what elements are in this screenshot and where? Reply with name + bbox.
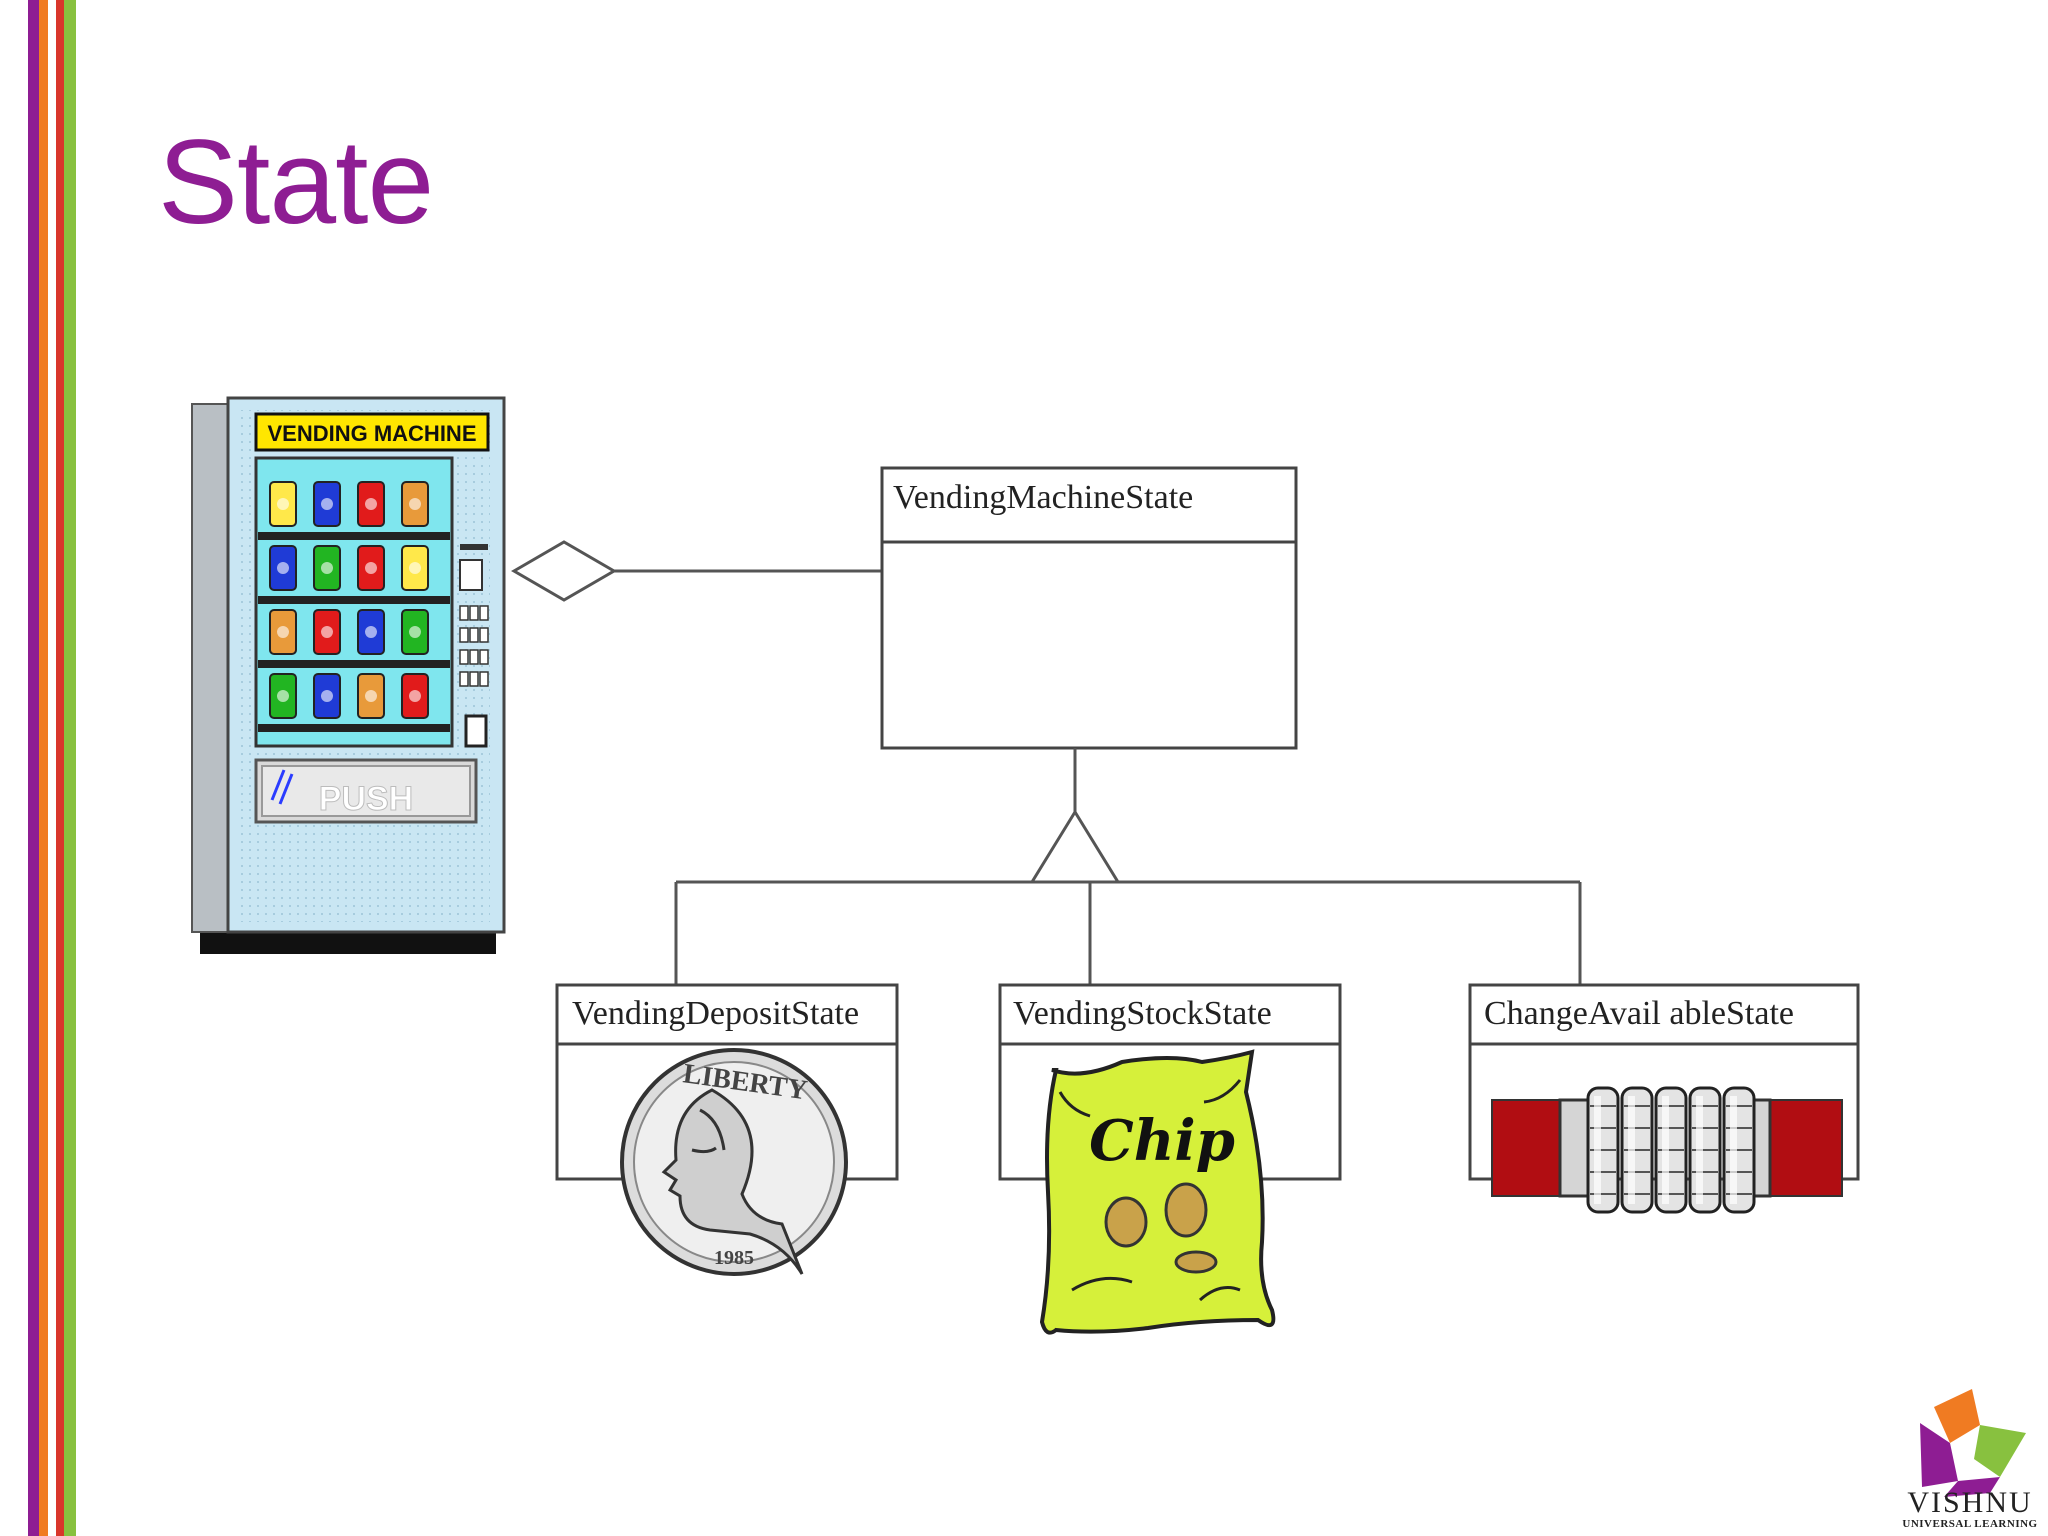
- vm-key: [479, 671, 489, 687]
- vm-key: [479, 605, 489, 621]
- class-name-vending-stock-state: VendingStockState: [1013, 995, 1272, 1032]
- vm-product-label: [409, 498, 421, 510]
- vm-product-label: [321, 690, 333, 702]
- stripe-white: [48, 0, 56, 1536]
- vm-key: [469, 627, 479, 643]
- logo-name: VISHNU: [1907, 1486, 2033, 1519]
- chip-bag-label: Chip: [1089, 1108, 1235, 1174]
- vm-product-label: [365, 562, 377, 574]
- slide-title: State: [158, 115, 434, 249]
- vm-product-label: [277, 562, 289, 574]
- coin-rolls-icon: [1491, 1086, 1843, 1214]
- class-name-vending-deposit-state: VendingDepositState: [572, 995, 859, 1032]
- vm-product-label: [277, 498, 289, 510]
- vending-machine-icon: VENDING MACHINE PUSH: [191, 396, 506, 954]
- coin-roll-highlight: [1730, 1096, 1737, 1204]
- vm-shelf: [258, 532, 450, 540]
- stripe-purple: [28, 0, 39, 1536]
- vm-product-label: [365, 690, 377, 702]
- vending-machine-label: VENDING MACHINE: [267, 421, 476, 446]
- vm-shelf: [258, 596, 450, 604]
- hollow-triangle-icon: [1029, 809, 1121, 884]
- class-name-change-available-state: ChangeAvail ableState: [1484, 995, 1794, 1032]
- vm-product-label: [321, 626, 333, 638]
- vm-product-label: [409, 626, 421, 638]
- vm-product-label: [409, 562, 421, 574]
- class-box-vending-machine-state: VendingMachineState: [880, 466, 1298, 750]
- quarter-coin-icon: LIBERTY 1985: [620, 1048, 848, 1276]
- coin-roll-highlight: [1628, 1096, 1635, 1204]
- vm-product-label: [277, 690, 289, 702]
- coin-roll-highlight: [1696, 1096, 1703, 1204]
- vishnu-logo-icon: [1920, 1389, 2026, 1497]
- vm-product-label: [321, 562, 333, 574]
- vm-key: [459, 605, 469, 621]
- vm-key: [469, 671, 479, 687]
- vm-product-label: [409, 690, 421, 702]
- stripe-orange: [39, 0, 48, 1536]
- chip-bag-icon: Chip: [1039, 1049, 1276, 1335]
- vm-product-label: [321, 498, 333, 510]
- vm-key: [459, 627, 469, 643]
- stripe-green: [64, 0, 76, 1536]
- vm-product-label: [365, 498, 377, 510]
- vm-key: [479, 627, 489, 643]
- vm-product-label: [277, 626, 289, 638]
- hollow-diamond-icon: [511, 540, 617, 602]
- vm-key: [469, 649, 479, 665]
- coin-roll-highlight: [1594, 1096, 1601, 1204]
- vm-shelf: [258, 660, 450, 668]
- class-name-vending-machine-state: VendingMachineState: [893, 479, 1193, 516]
- vm-key: [469, 605, 479, 621]
- vm-key: [479, 649, 489, 665]
- vm-product-label: [365, 626, 377, 638]
- coin-text-year: 1985: [714, 1247, 754, 1269]
- vm-key: [459, 649, 469, 665]
- vm-shelf: [258, 724, 450, 732]
- logo-tagline: UNIVERSAL LEARNING: [1902, 1518, 2038, 1530]
- vending-machine-push-label: PUSH: [319, 780, 413, 818]
- stripe-red: [56, 0, 64, 1536]
- vm-key: [459, 671, 469, 687]
- coin-roll-highlight: [1662, 1096, 1669, 1204]
